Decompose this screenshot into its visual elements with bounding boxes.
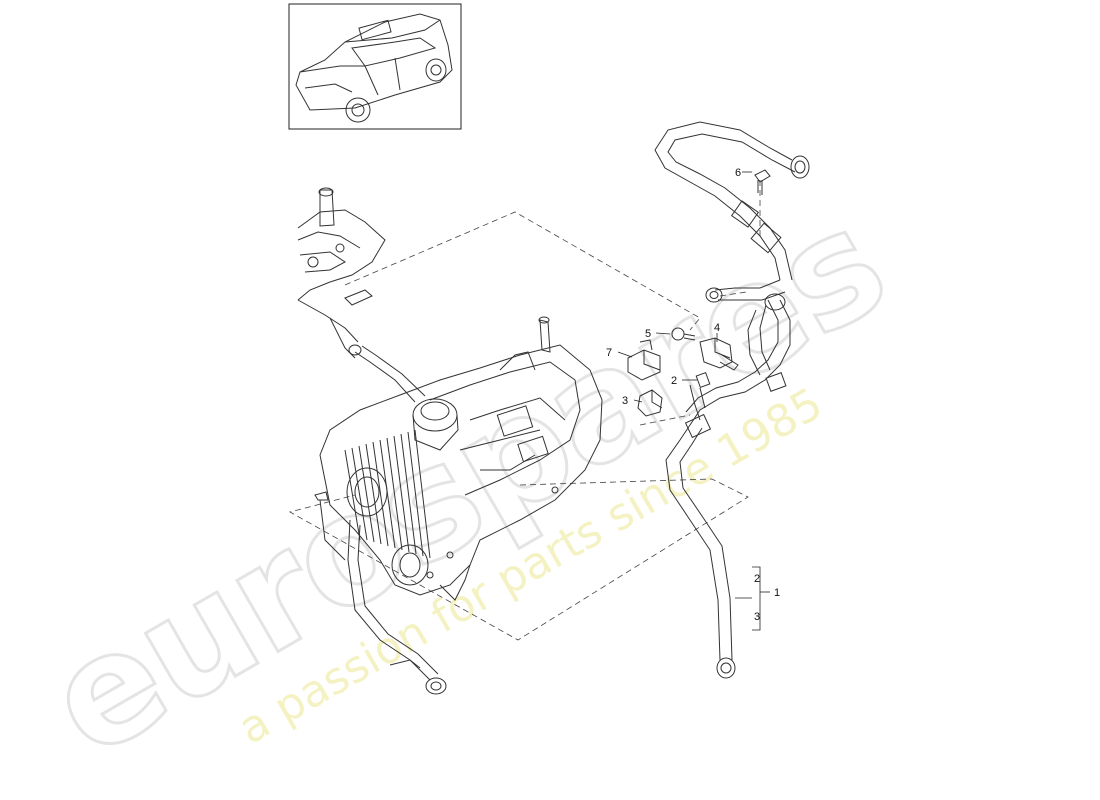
pressure-sensor-4 xyxy=(699,337,739,371)
dashed-outlines xyxy=(288,180,761,641)
clip-2 xyxy=(695,372,711,388)
callout-4: 4 xyxy=(714,322,720,334)
callout-2-kit: 2 xyxy=(754,573,760,585)
callout-2-part: 2 xyxy=(671,375,677,387)
upper-cylinder-head xyxy=(297,187,386,359)
callout-3-kit: 3 xyxy=(754,611,760,623)
watermark: eurospares a passion for parts since 198… xyxy=(20,175,914,793)
callout-7: 7 xyxy=(606,347,612,359)
cylinder-head-assembly xyxy=(314,316,603,695)
callout-3-part: 3 xyxy=(622,395,628,407)
suv-car-icon xyxy=(295,13,453,123)
breather-hose xyxy=(654,121,810,679)
callout-6: 6 xyxy=(735,167,741,179)
valve-7 xyxy=(627,339,661,381)
callout-1: 1 xyxy=(774,587,780,599)
bolt-5 xyxy=(671,327,696,341)
clamp-3 xyxy=(637,389,663,417)
vehicle-thumbnail xyxy=(288,3,462,130)
callout-5: 5 xyxy=(645,328,651,340)
bolt-6 xyxy=(754,169,771,195)
watermark-brand: eurospares xyxy=(21,176,912,791)
callout-labels: 6 5 4 7 2 3 2 1 3 xyxy=(606,167,780,623)
leader-lines xyxy=(617,171,770,631)
